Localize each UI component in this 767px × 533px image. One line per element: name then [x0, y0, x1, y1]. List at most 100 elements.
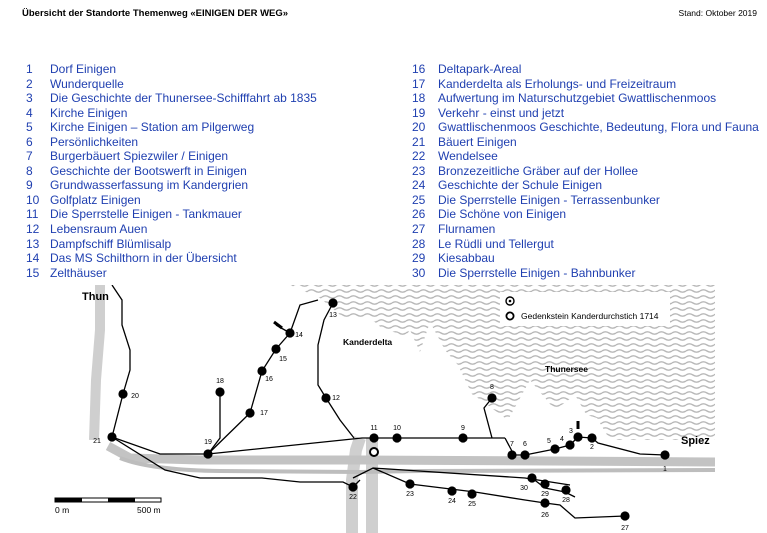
station-dot — [271, 344, 281, 354]
station-dot — [507, 450, 517, 460]
station-number: 4 — [560, 436, 564, 443]
item-name: Wendelsee — [438, 149, 498, 164]
station-dot — [257, 366, 267, 376]
item-number: 1 — [26, 62, 33, 76]
list-item: 24 Geschichte der Schule Einigen — [412, 178, 759, 193]
station-number: 23 — [406, 491, 414, 498]
station-dot — [587, 433, 597, 443]
station-dot — [215, 387, 225, 397]
item-number: 8 — [26, 163, 33, 178]
station-dot — [321, 393, 331, 403]
station-number: 18 — [216, 378, 224, 385]
station-number: 6 — [523, 441, 527, 448]
item-name: Geschichte der Schule Einigen — [438, 178, 603, 193]
station-number: 24 — [448, 498, 456, 505]
station-dot — [245, 408, 255, 418]
station-dot — [392, 433, 402, 443]
item-name: Kanderdelta als Erholungs- und Freizeitr… — [438, 76, 677, 91]
station-dot — [107, 432, 117, 442]
shore-land — [60, 285, 122, 440]
item-number: 23 — [412, 163, 426, 178]
item-number: 17 — [412, 76, 426, 91]
list-item: 25 Die Sperrstelle Einigen - Terrassenbun… — [412, 193, 759, 208]
kanderdelta-land — [300, 290, 370, 438]
list-item: 13 Dampfschiff Blümlisalp — [26, 237, 317, 252]
kander-river — [346, 436, 366, 533]
station-dot — [328, 298, 338, 308]
station-number: 22 — [349, 494, 357, 501]
station-dot — [447, 486, 457, 496]
item-number: 6 — [26, 134, 33, 149]
delta-shape — [498, 380, 585, 438]
scale-end-label: 500 m — [137, 505, 161, 515]
railway — [119, 456, 715, 475]
item-number: 27 — [412, 222, 426, 237]
item-name: Kirche Einigen — [50, 105, 128, 120]
item-number: 5 — [26, 120, 33, 135]
scale-bar: 0 m 500 m — [54, 497, 162, 515]
date-stamp: Stand: Oktober 2019 — [678, 8, 757, 18]
station-dot — [620, 511, 630, 521]
item-number: 13 — [26, 236, 40, 251]
item-number: 3 — [26, 91, 33, 106]
scale-start-label: 0 m — [55, 505, 69, 515]
station-number: 5 — [547, 438, 551, 445]
item-name: Die Geschichte der Thunersee-Schifffahrt… — [50, 91, 317, 106]
station-dot — [118, 389, 128, 399]
item-number: 28 — [412, 236, 426, 251]
item-number: 18 — [412, 91, 426, 106]
item-name: Die Schöne von Einigen — [438, 207, 567, 222]
item-number: 25 — [412, 192, 426, 207]
station-dot — [487, 393, 497, 403]
map-label-thun: Thun — [82, 291, 109, 303]
station-dot — [467, 489, 477, 499]
item-name: Lebensraum Auen — [50, 222, 148, 237]
list-item: 5 Kirche Einigen – Station am Pilgerweg — [26, 120, 317, 135]
station-dot — [573, 432, 583, 442]
station-dot — [369, 433, 379, 443]
station-dot — [550, 444, 560, 454]
station-number: 8 — [490, 384, 494, 391]
station-number: 19 — [204, 439, 212, 446]
item-name: Le Rüdli und Tellergut — [438, 236, 554, 251]
item-number: 15 — [26, 265, 40, 280]
shore-band — [89, 285, 105, 441]
item-number: 24 — [412, 178, 426, 193]
station-pointer — [273, 320, 283, 330]
station-dot — [527, 473, 537, 483]
item-name: Kirche Einigen – Station am Pilgerweg — [50, 120, 255, 135]
station-dot — [405, 479, 415, 489]
station-number: 14 — [295, 332, 303, 339]
item-number: 21 — [412, 134, 426, 149]
item-name: Zelthäuser — [50, 265, 107, 280]
item-number: 19 — [412, 105, 426, 120]
item-name: Dampfschiff Blümlisalp — [50, 236, 172, 251]
station-number: 1 — [663, 466, 667, 473]
station-number: 16 — [265, 376, 273, 383]
station-number: 13 — [329, 312, 337, 319]
station-dot — [561, 485, 571, 495]
station-dot — [458, 433, 468, 443]
item-number: 16 — [412, 62, 426, 76]
station-number: 11 — [370, 425, 377, 432]
station-number: 12 — [332, 395, 340, 402]
item-name: Die Sperrstelle Einigen - Terrassenbunke… — [438, 192, 660, 207]
station-number: 9 — [461, 425, 465, 432]
item-number: 29 — [412, 251, 426, 266]
station-dot — [285, 328, 295, 338]
